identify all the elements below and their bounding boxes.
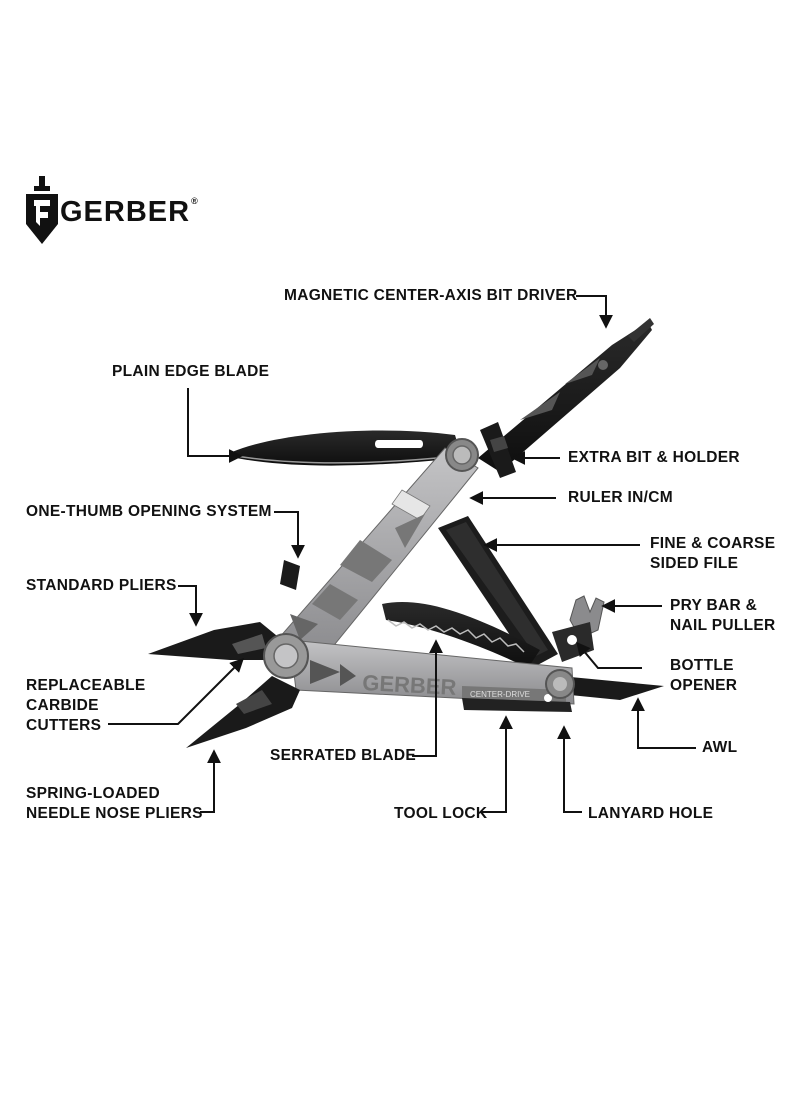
label-pry-bar: PRY BAR &NAIL PULLER [670, 597, 776, 634]
file-tool [438, 516, 558, 668]
handle-model-engraving: CENTER-DRIVE [470, 690, 530, 699]
label-one-thumb-opening: ONE-THUMB OPENING SYSTEM [26, 503, 272, 520]
lower-handle: GERBER CENTER-DRIVE [289, 639, 575, 712]
upper-handle [271, 438, 479, 661]
label-ruler: RULER IN/CM [568, 489, 673, 506]
brand-wordmark: GERBER® [60, 196, 199, 228]
callout-leaders [108, 295, 696, 813]
pliers [148, 560, 309, 748]
extra-bit-holder [480, 422, 516, 478]
label-plain-edge-blade: PLAIN EDGE BLADE [112, 363, 270, 380]
label-tool-lock: TOOL LOCK [394, 805, 488, 822]
pry-bar [552, 595, 605, 662]
handle-brand-engraving: GERBER [362, 670, 457, 700]
label-lanyard-hole: LANYARD HOLE [588, 805, 714, 822]
bit-driver-arm [478, 318, 654, 472]
plain-edge-blade [232, 430, 462, 466]
label-magnetic-bit-driver: MAGNETIC CENTER-AXIS BIT DRIVER [284, 287, 578, 304]
awl [560, 676, 664, 700]
label-serrated-blade: SERRATED BLADE [270, 747, 417, 764]
serrated-blade [382, 601, 540, 668]
gerber-shield-icon [26, 176, 58, 244]
label-awl: AWL [702, 739, 738, 756]
label-standard-pliers: STANDARD PLIERS [26, 577, 177, 594]
label-extra-bit-holder: EXTRA BIT & HOLDER [568, 449, 740, 466]
